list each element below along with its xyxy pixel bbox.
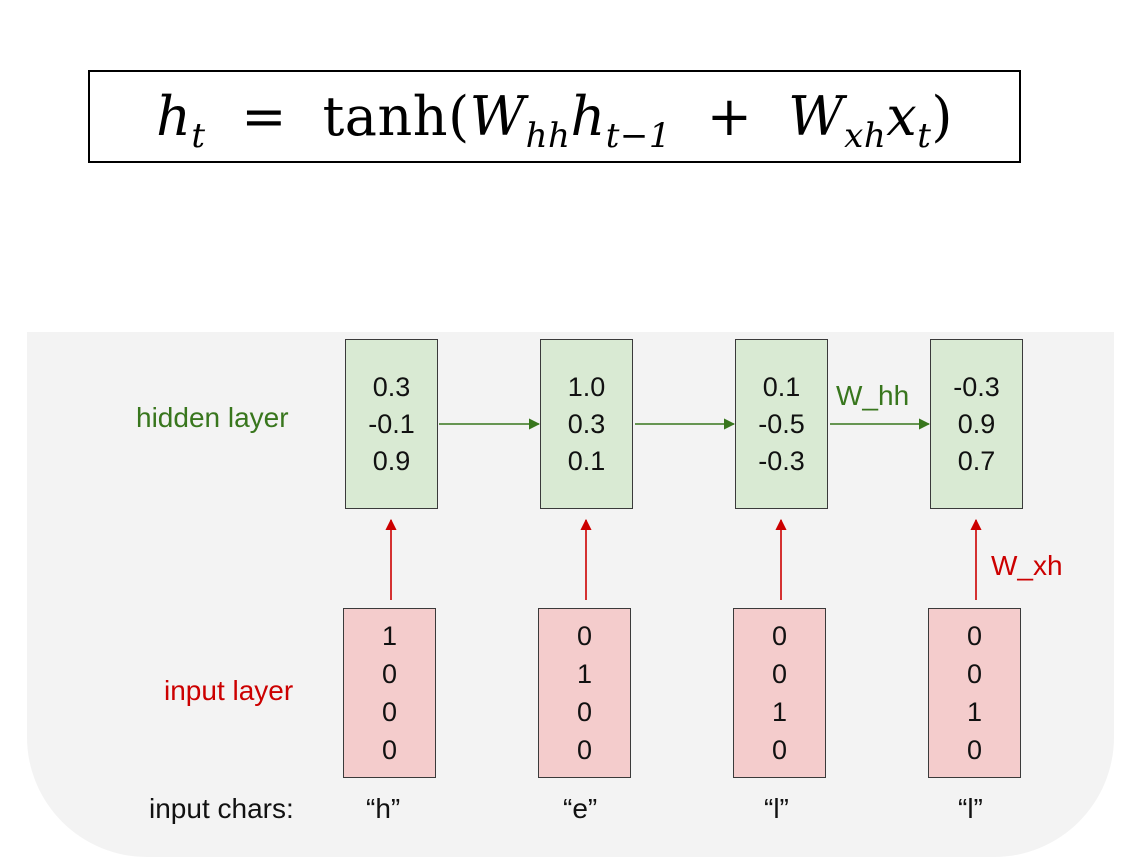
hidden-value: -0.5 <box>758 408 805 439</box>
hidden-value: 0.9 <box>372 445 411 476</box>
hidden-value: 0.9 <box>957 408 996 439</box>
input-value: 0 <box>576 697 593 727</box>
input-value: 0 <box>966 659 983 689</box>
input-chars-label: input chars: <box>149 793 294 824</box>
input-layer-label: input layer <box>164 675 294 706</box>
input-char: “e” <box>563 793 598 824</box>
input-value: 0 <box>966 621 983 651</box>
formula-x-sub: t <box>917 116 932 156</box>
input-value: 0 <box>576 621 593 651</box>
formula-h: h <box>156 85 192 148</box>
rnn-formula: ht = tanh(Whhht−1 + Wxhxt) <box>156 85 953 153</box>
formula-h-sub: t <box>191 116 206 156</box>
formula-hprev-sub: t−1 <box>605 116 672 156</box>
hidden-value: 1.0 <box>567 371 606 402</box>
input-vector-box: 0 1 0 0 <box>538 608 631 778</box>
input-value: 0 <box>381 697 398 727</box>
input-value: 1 <box>576 659 593 689</box>
input-char: “l” <box>958 793 983 824</box>
input-value: 0 <box>381 659 398 689</box>
input-value: 1 <box>771 697 788 727</box>
hidden-state-box: 0.3 -0.1 0.9 <box>345 339 438 509</box>
w-hh-label: W_hh <box>836 380 910 411</box>
hidden-value: -0.3 <box>953 371 1000 402</box>
formula-whh-sub: hh <box>525 116 571 156</box>
input-char: “h” <box>366 793 401 824</box>
hidden-value: 0.1 <box>762 371 801 402</box>
input-value: 0 <box>966 735 983 765</box>
input-value: 0 <box>576 735 593 765</box>
hidden-value: 0.3 <box>567 408 606 439</box>
formula-open-paren: ( <box>448 85 470 148</box>
input-value: 0 <box>771 735 788 765</box>
hidden-state-box: -0.3 0.9 0.7 <box>930 339 1023 509</box>
input-value: 0 <box>381 735 398 765</box>
hidden-value: -0.1 <box>368 408 415 439</box>
input-value: 0 <box>771 659 788 689</box>
input-value: 1 <box>381 621 398 651</box>
formula-tanh: tanh <box>322 85 449 148</box>
formula-plus: + <box>706 85 753 148</box>
hidden-value: 0.3 <box>372 371 411 402</box>
w-xh-label: W_xh <box>991 550 1063 581</box>
hidden-value: 0.7 <box>957 445 996 476</box>
formula-wxh-sub: xh <box>844 116 887 156</box>
formula-equals: = <box>241 85 287 148</box>
formula-whh: W <box>469 85 526 148</box>
hidden-value: 0.1 <box>567 445 606 476</box>
input-vector-box: 0 0 1 0 <box>928 608 1021 778</box>
hidden-state-box: 1.0 0.3 0.1 <box>540 339 633 509</box>
hidden-value: -0.3 <box>758 445 805 476</box>
formula-close-paren: ) <box>931 85 953 148</box>
input-char: “l” <box>764 793 789 824</box>
input-value: 0 <box>771 621 788 651</box>
formula-box: ht = tanh(Whhht−1 + Wxhxt) <box>88 70 1021 163</box>
hidden-layer-label: hidden layer <box>136 402 289 433</box>
formula-hprev: h <box>570 85 606 148</box>
input-vector-box: 1 0 0 0 <box>343 608 436 778</box>
hidden-state-box: 0.1 -0.5 -0.3 <box>735 339 828 509</box>
input-vector-box: 0 0 1 0 <box>733 608 826 778</box>
input-value: 1 <box>966 697 983 727</box>
formula-wxh: W <box>788 85 845 148</box>
formula-x: x <box>886 85 918 148</box>
